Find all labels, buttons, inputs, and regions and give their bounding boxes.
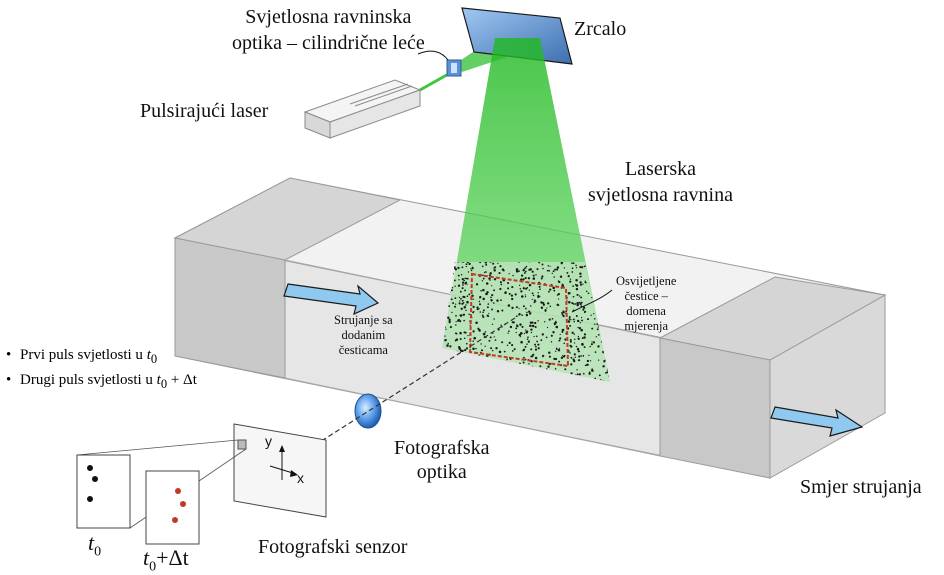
particles-pointer <box>571 289 613 313</box>
flow-arrow-outlet <box>770 406 864 437</box>
frame-t0-dt <box>145 470 200 545</box>
label-photo-sensor: Fotografski senzor <box>258 536 408 558</box>
viewing-axis <box>281 317 516 467</box>
optics-pointer <box>417 50 449 61</box>
illuminated-particles <box>442 262 610 382</box>
label-optics: Svjetlosna ravninska optika – cilindričn… <box>232 6 425 54</box>
label-light-sheet: Laserska svjetlosna ravnina <box>588 158 733 206</box>
mirror <box>461 7 573 65</box>
label-axis-x: x <box>297 470 304 486</box>
label-frame-t0: t0 <box>88 530 102 560</box>
label-mirror: Zrcalo <box>574 18 627 40</box>
flow-arrow-inlet <box>283 283 380 316</box>
cylindrical-lens-optics <box>446 59 462 77</box>
photo-sensor <box>233 423 327 518</box>
label-camera-optics: Fotografska optika <box>394 437 490 483</box>
label-seeded-flow: Strujanje sa dodanim česticama <box>334 313 393 357</box>
label-axis-y: y <box>265 433 272 449</box>
frame-t0 <box>76 454 131 529</box>
label-laser: Pulsirajući laser <box>140 100 269 122</box>
measurement-domain <box>468 272 570 368</box>
label-flow-direction: Smjer strujanja <box>800 476 922 498</box>
camera-lens <box>354 393 382 429</box>
pulse-item-second: •Drugi puls svjetlosti u t0 + Δt <box>6 372 197 391</box>
pulsed-laser <box>303 79 422 139</box>
pulse-item-first: •Prvi puls svjetlosti u t0 <box>6 347 158 366</box>
label-frame-t1: t0+Δt <box>143 545 189 575</box>
pulse-list: •Prvi puls svjetlosti u t0 •Drugi puls s… <box>6 345 197 395</box>
label-particles: Osvijetljene čestice – domena mjerenja <box>616 274 677 333</box>
channel-right-block-front <box>659 337 771 479</box>
